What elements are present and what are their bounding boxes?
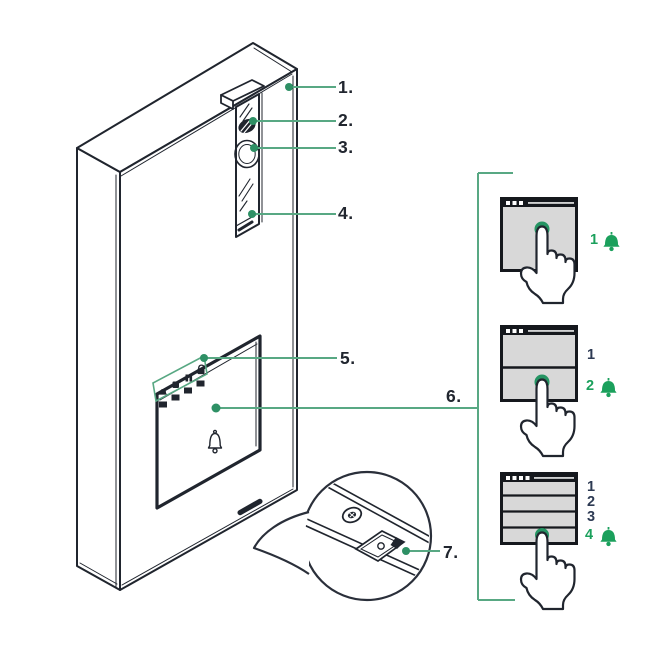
panel3-button-4-label: 4 bbox=[585, 527, 594, 543]
camera-lens-icon bbox=[234, 139, 260, 169]
bell-icon bbox=[600, 527, 617, 547]
camera-hood bbox=[220, 79, 265, 110]
callout-label-1: 1. bbox=[338, 77, 354, 97]
callout-label-2: 2. bbox=[338, 110, 354, 130]
panel3-button-3-label: 3 bbox=[587, 509, 596, 525]
callout-lines bbox=[204, 86, 515, 601]
doorbell-button-icon bbox=[207, 429, 223, 454]
panel2-button-2-label: 2 bbox=[586, 378, 595, 394]
glass-hatch bbox=[239, 103, 253, 122]
screw-icon bbox=[341, 506, 363, 524]
speaker-slots bbox=[159, 380, 205, 408]
callout-label-5: 5. bbox=[340, 348, 356, 368]
status-icons-highlight bbox=[152, 354, 208, 403]
panel3-button-1-label: 1 bbox=[587, 479, 596, 495]
magnifier-circle bbox=[301, 470, 433, 602]
speaker-slot-bottom bbox=[237, 498, 263, 516]
panel-top-leds bbox=[506, 201, 574, 205]
callout-label-7: 7. bbox=[443, 542, 459, 562]
door-station-illustration bbox=[76, 42, 298, 591]
button-dividers bbox=[501, 494, 577, 529]
magnifier-detail bbox=[252, 470, 440, 602]
callout-label-3: 3. bbox=[338, 137, 354, 157]
magnifier-tail bbox=[252, 510, 310, 575]
mini-panel-4-button bbox=[500, 472, 578, 611]
label-holder-icon bbox=[354, 530, 406, 563]
glass-hatch-lower bbox=[238, 178, 254, 212]
bell-icon bbox=[600, 378, 617, 398]
callout-label-4: 4. bbox=[338, 203, 354, 223]
callout-label-6: 6. bbox=[446, 386, 462, 406]
panel-status-icons bbox=[158, 364, 205, 395]
mini-panel-2-button bbox=[500, 325, 578, 458]
panel1-button-1-label: 1 bbox=[590, 232, 599, 248]
callout-dots bbox=[200, 83, 293, 413]
panel3-button-2-label: 2 bbox=[587, 494, 596, 510]
panel-top-leds bbox=[506, 476, 574, 480]
panel-top-leds bbox=[506, 329, 574, 333]
bell-icon bbox=[603, 232, 620, 252]
mini-panel-1-button bbox=[500, 197, 578, 305]
camera-module bbox=[234, 92, 263, 238]
panel2-button-1-label: 1 bbox=[587, 347, 596, 363]
